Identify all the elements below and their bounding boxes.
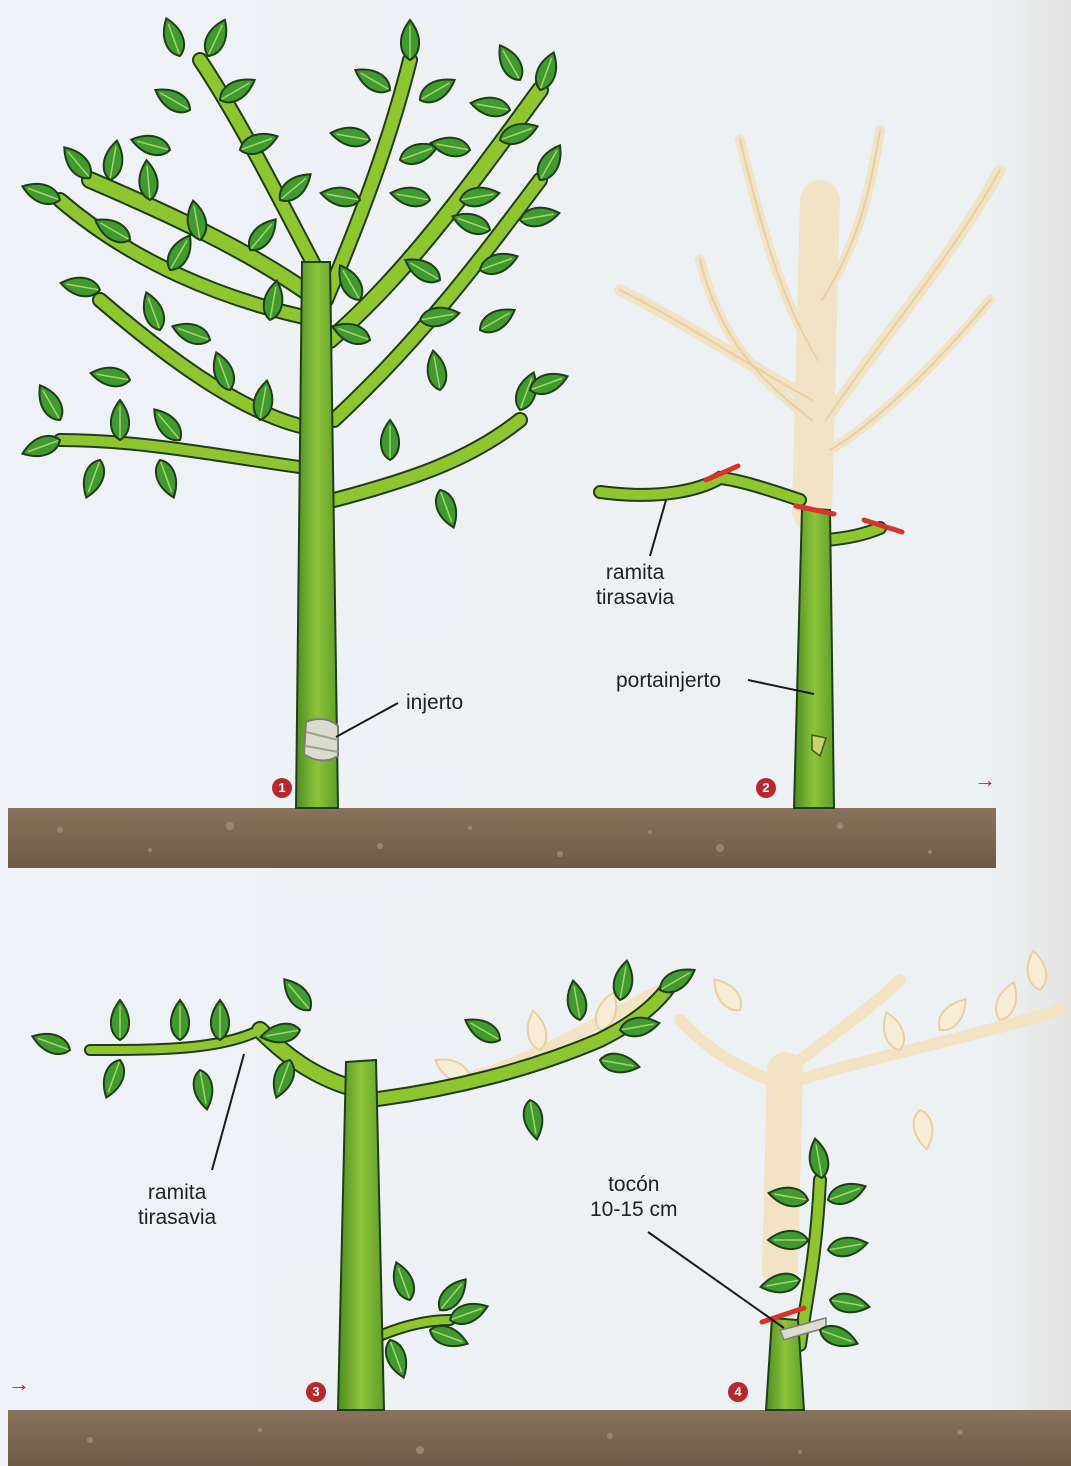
label-injerto: injerto (406, 690, 463, 715)
graft-wrap-1 (304, 719, 338, 760)
arrow-right-icon-continue: → (8, 1374, 30, 1394)
label-portainjerto: portainjerto (616, 668, 721, 693)
label-ramita-tirasavia-bottom: ramita tirasavia (138, 1180, 216, 1230)
label-tocon: tocón 10-15 cm (590, 1172, 678, 1222)
step-badge-4: 4 (728, 1382, 748, 1402)
step-badge-2: 2 (756, 778, 776, 798)
step-badge-1: 1 (272, 778, 292, 798)
arrow-right-icon: → (974, 770, 996, 790)
soil-top (8, 808, 996, 868)
soil-bottom (8, 1410, 1071, 1466)
trunk-2 (794, 508, 834, 808)
soil-speckles (57, 822, 963, 1454)
step-badge-3: 3 (306, 1382, 326, 1402)
label-ramita-tirasavia-top: ramita tirasavia (596, 560, 674, 610)
trunk-3 (338, 1060, 384, 1410)
tree-4-ghost (680, 949, 1060, 1270)
leaves-1 (19, 15, 570, 530)
tree-3-ghost (431, 989, 660, 1088)
tree-1 (19, 15, 570, 808)
tree-2 (600, 466, 902, 808)
